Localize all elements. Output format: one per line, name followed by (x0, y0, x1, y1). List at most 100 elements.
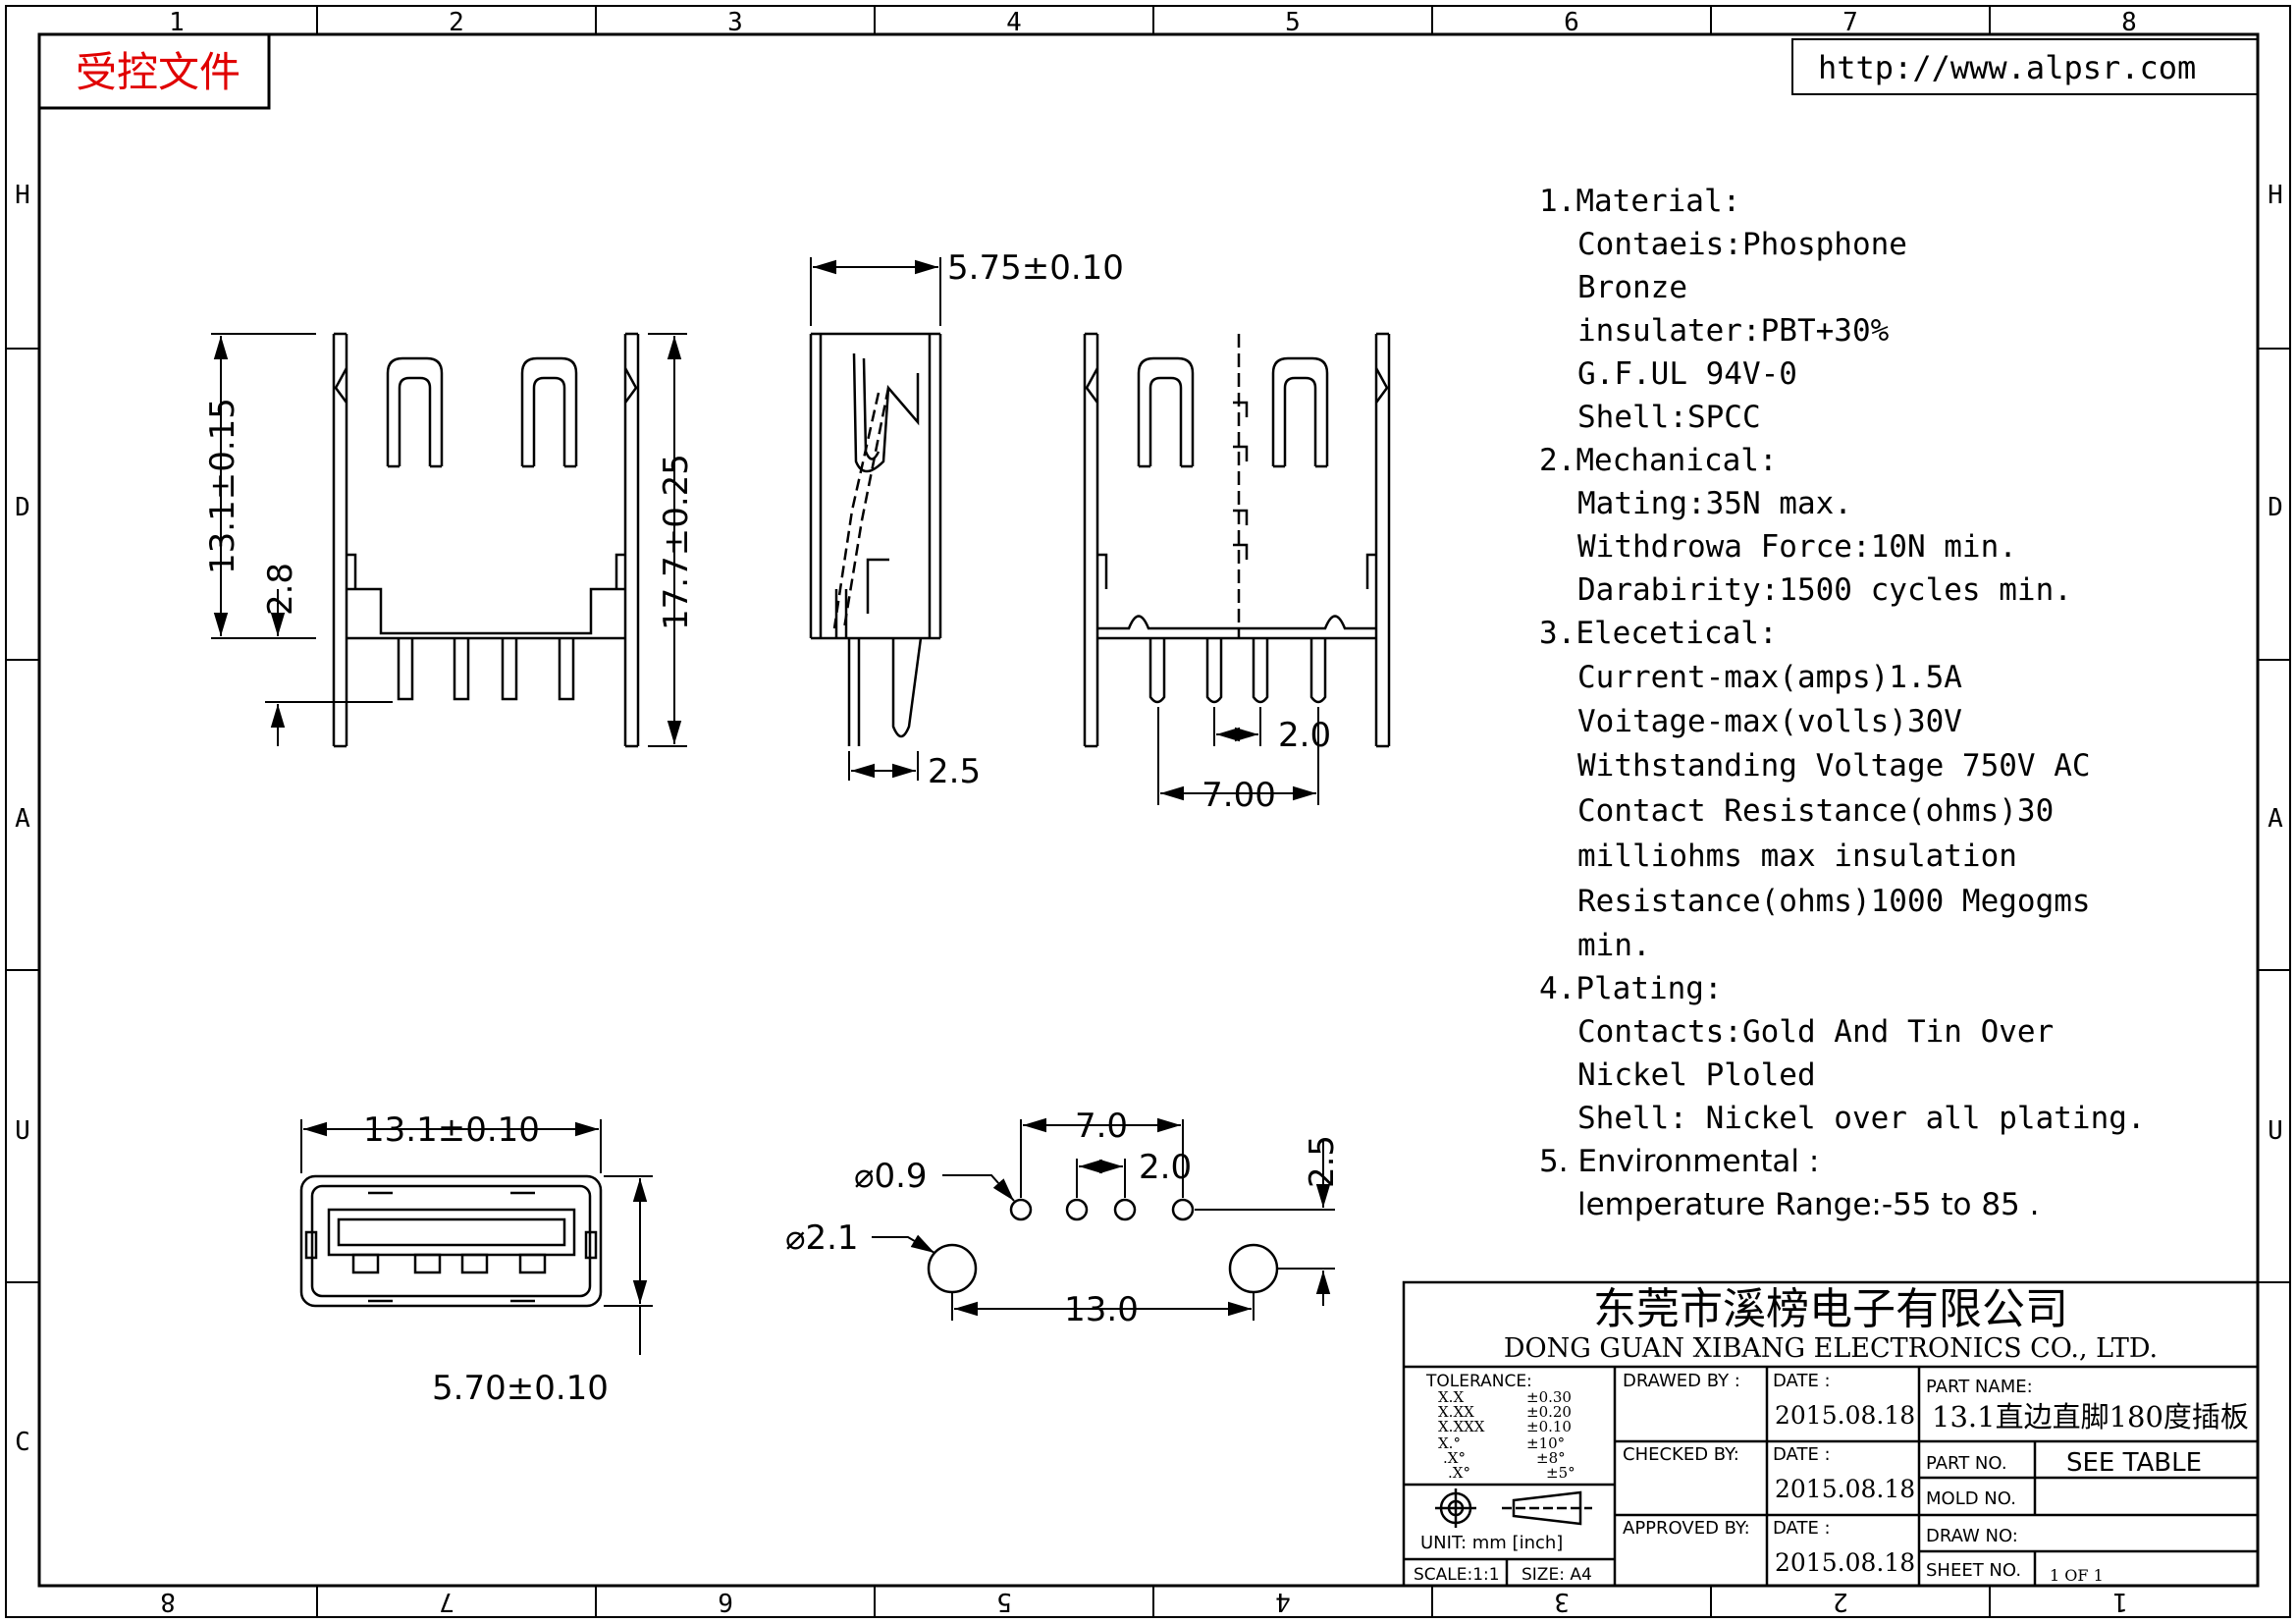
dim-pcb-offset: 2.5 (1303, 1135, 1342, 1188)
tolerance-key: X.X (1438, 1388, 1464, 1406)
website-box: http://www.alpsr.com (1791, 38, 2259, 95)
frame (5, 5, 2291, 1618)
zone-bottom-2: 2 (1833, 1587, 1848, 1616)
spec-line: Withstanding Voltage 750V AC (1577, 748, 2091, 784)
spec-line: milliohms max insulation (1577, 839, 2017, 874)
zone-top-6: 6 (1564, 8, 1579, 37)
company-name-en: DONG GUAN XIBANG ELECTRONICS CO., LTD. (1504, 1333, 2158, 1364)
website-url: http://www.alpsr.com (1818, 49, 2196, 86)
draw-no-label: DRAW NO: (1926, 1526, 2018, 1546)
spec-line: min. (1577, 928, 1651, 963)
dim-back-span: 7.00 (1201, 776, 1276, 815)
spec-line: Voitage-max(volls)30V (1577, 704, 1962, 739)
dim-side-width: 5.75±0.10 (947, 248, 1124, 288)
spec-line: Nickel Ploled (1577, 1057, 1816, 1093)
tolerance-key: X.XX (1438, 1403, 1474, 1421)
zone-bottom-1: 1 (2112, 1587, 2128, 1616)
zone-bottom-7: 7 (439, 1587, 454, 1616)
spec-line: G.F.UL 94V-0 (1577, 356, 1797, 392)
zone-top-5: 5 (1285, 8, 1301, 37)
pcb-dims (872, 1117, 1335, 1321)
spec-notes: 1.Material: Contaeis:Phosphone Bronze in… (1539, 184, 2146, 1222)
zone-top-1: 1 (169, 8, 185, 37)
tolerance-value: ±0.30 (1526, 1388, 1572, 1406)
drawed-date: 2015.08.18 (1775, 1401, 1915, 1430)
spec-line: Darabirity:1500 cycles min. (1577, 572, 2072, 608)
dim-end-height: 5.70±0.10 (432, 1369, 609, 1408)
spec-line: insulater:PBT+30% (1577, 313, 1890, 349)
spec-line: Mating:35N max. (1577, 486, 1852, 521)
spec-line: 4.Plating: (1539, 971, 1723, 1006)
dim-pcb-small-hole: ⌀0.9 (854, 1157, 928, 1196)
zone-top-8: 8 (2121, 8, 2137, 37)
dim-front-total: 17.7±0.25 (657, 454, 696, 630)
spec-line: 3.Elecetical: (1539, 616, 1778, 651)
tolerance-value: ±0.20 (1526, 1403, 1572, 1421)
dim-pcb-big-hole: ⌀2.1 (785, 1218, 859, 1258)
date-label: DATE : (1773, 1444, 1831, 1465)
front-view-dims (211, 333, 687, 747)
zone-left-d: D (15, 493, 30, 522)
zone-bottom-6: 6 (718, 1587, 733, 1616)
spec-line: Withdrowa Force:10N min. (1577, 529, 2017, 565)
tolerance-key: X.° (1438, 1434, 1461, 1452)
tolerance-label: TOLERANCE: (1425, 1372, 1532, 1391)
zone-bottom-8: 8 (160, 1587, 176, 1616)
spec-line: Current-max(amps)1.5A (1577, 660, 1962, 695)
side-view-dims (810, 257, 941, 781)
zone-left-c: C (15, 1428, 30, 1457)
stamp-text: 受控文件 (76, 48, 240, 96)
zone-bottom-5: 5 (996, 1587, 1012, 1616)
spec-line: Shell:SPCC (1577, 400, 1761, 435)
tolerance-value: ±5° (1546, 1464, 1575, 1482)
tolerance-key: .X° (1448, 1464, 1470, 1482)
spec-line: Contacts:Gold And Tin Over (1577, 1014, 2054, 1050)
zone-labels: 1 2 3 4 5 6 7 8 1 2 3 4 5 6 7 8 H D A U … (15, 8, 2283, 1616)
zone-top-2: 2 (449, 8, 464, 37)
zone-bottom-3: 3 (1554, 1587, 1570, 1616)
zone-left-h: H (15, 181, 30, 210)
scale-label: SCALE:1:1 (1414, 1565, 1500, 1585)
part-no-value: SEE TABLE (2066, 1448, 2202, 1478)
spec-line: lemperature Range:-55 to 85 . (1577, 1187, 2039, 1222)
zone-right-u: U (2268, 1116, 2283, 1146)
part-name-label: PART NAME: (1926, 1377, 2033, 1397)
tolerance-table: X.X ±0.30 X.XX ±0.20 X.XXX ±0.10 X.° ±10… (1438, 1388, 1575, 1482)
unit-label: UNIT: mm [inch] (1420, 1533, 1563, 1553)
back-view-dims (1157, 707, 1319, 805)
dim-front-height: 13.1±0.15 (203, 398, 242, 574)
dim-end-width: 13.1±0.10 (363, 1110, 540, 1150)
spec-line: 2.Mechanical: (1539, 443, 1778, 478)
zone-right-d: D (2268, 493, 2283, 522)
dim-pcb-pitch: 2.0 (1139, 1148, 1192, 1187)
spec-line: Contaeis:Phosphone (1577, 227, 1907, 262)
date-label: DATE : (1773, 1371, 1831, 1391)
checked-date: 2015.08.18 (1775, 1475, 1915, 1503)
front-view (332, 332, 640, 748)
dim-side-pin: 2.5 (928, 752, 981, 791)
part-no-label: PART NO. (1926, 1453, 2007, 1474)
dim-pcb-span: 7.0 (1075, 1107, 1128, 1146)
tolerance-value: ±0.10 (1526, 1418, 1572, 1435)
end-view-dims (300, 1119, 653, 1355)
zone-right-a: A (2268, 804, 2283, 834)
end-view (299, 1174, 603, 1308)
part-name-value: 13.1直边直脚180度插板 (1932, 1400, 2249, 1434)
dim-front-pin: 2.8 (261, 563, 300, 616)
zone-right-h: H (2268, 181, 2283, 210)
approved-date: 2015.08.18 (1775, 1548, 1915, 1577)
tolerance-key: X.XXX (1438, 1418, 1485, 1435)
size-label: SIZE: A4 (1522, 1565, 1592, 1585)
tolerance-value: ±8° (1536, 1449, 1566, 1467)
zone-top-3: 3 (727, 8, 743, 37)
approved-by-label: APPROVED BY: (1623, 1518, 1750, 1539)
spec-line: Shell: Nickel over all plating. (1577, 1101, 2146, 1136)
spec-line: Bronze (1577, 270, 1687, 305)
pcb-layout (927, 1198, 1279, 1294)
controlled-stamp: 受控文件 (37, 32, 271, 110)
checked-by-label: CHECKED BY: (1623, 1444, 1739, 1465)
tolerance-value: ±10° (1526, 1434, 1565, 1452)
zone-top-7: 7 (1842, 8, 1858, 37)
sheet-no-value: 1 OF 1 (2050, 1566, 2104, 1585)
